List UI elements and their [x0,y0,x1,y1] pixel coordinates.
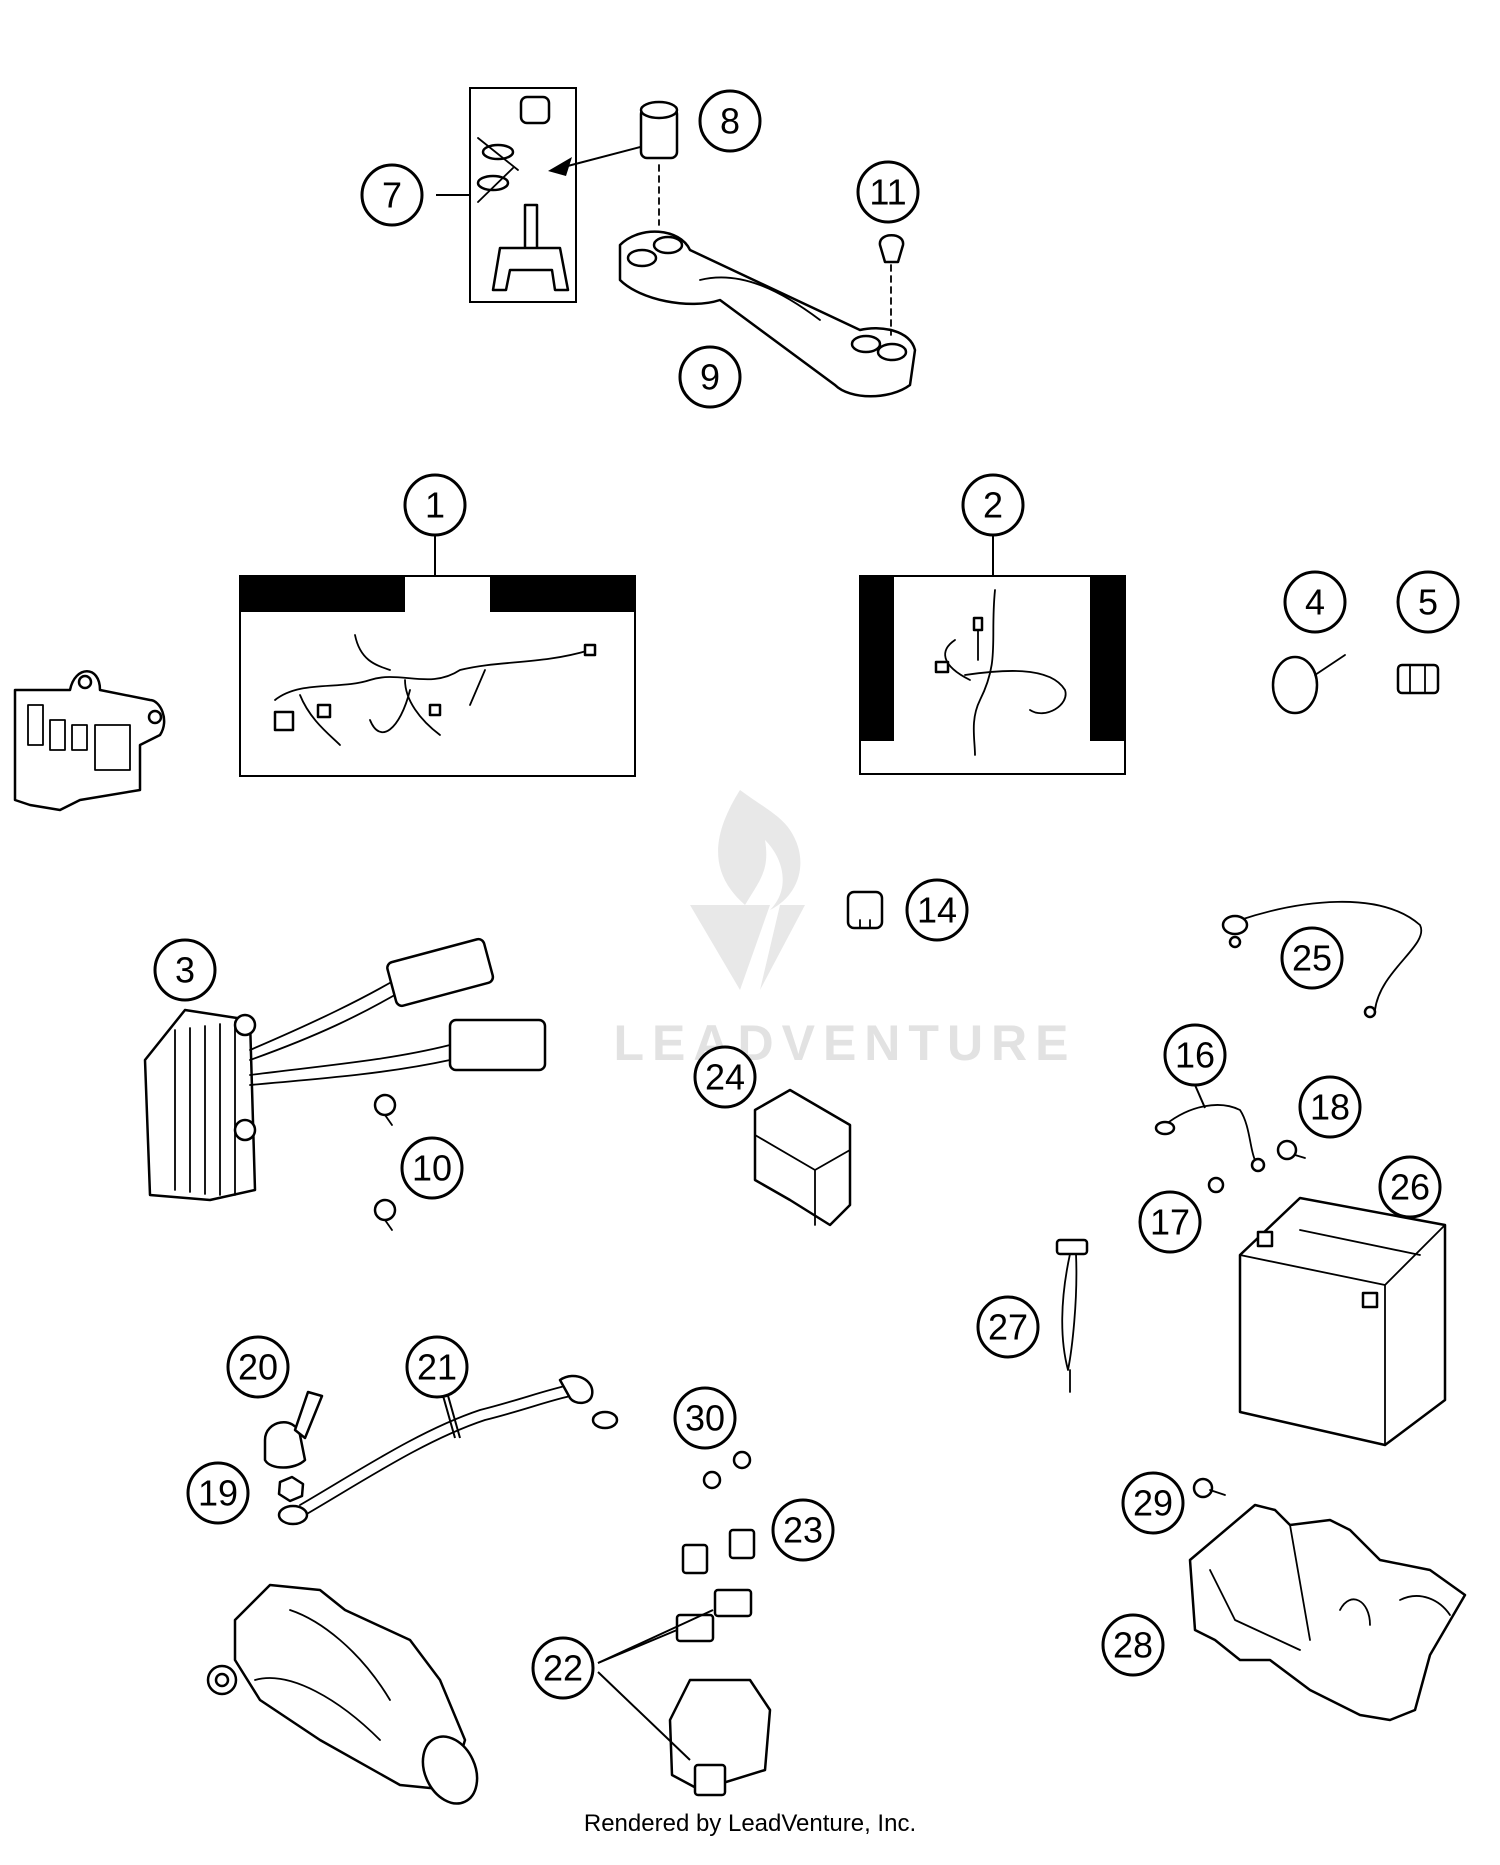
callout-18-label: 18 [1310,1087,1350,1128]
callout-14-label: 14 [917,890,957,931]
callout-27: 27 [976,1295,1040,1359]
callout-29: 29 [1121,1471,1185,1535]
bracket-plate [13,670,166,812]
callout-25: 25 [1280,926,1344,990]
callout-3: 3 [153,938,217,1002]
callout-19-label: 19 [198,1473,238,1514]
callout-26-label: 26 [1390,1167,1430,1208]
callout-7-label: 7 [382,175,402,216]
callout-20: 20 [226,1335,290,1399]
callout-24-label: 24 [705,1057,745,1098]
part-5-clip [1396,663,1440,695]
callout-22: 22 [531,1636,595,1700]
callout-10-label: 10 [412,1148,452,1189]
part-2-sub-harness [859,535,1126,775]
callout-10: 10 [400,1136,464,1200]
callout-1-label: 1 [425,485,445,526]
part-21-starter-cable [277,1374,619,1526]
part-9-handlebar-clamp [618,230,917,398]
part-8-bushing [639,100,679,226]
callout-4: 4 [1283,570,1347,634]
callout-7: 7 [360,163,424,227]
part-26-battery [1238,1196,1447,1447]
part-24-control-unit [753,1088,852,1227]
callout-17: 17 [1138,1190,1202,1254]
callout-18: 18 [1298,1075,1362,1139]
part-30-fuse-caps [702,1450,752,1490]
callout-8-label: 8 [720,101,740,142]
part-18-bolt [1276,1139,1306,1161]
part-23-fuses [681,1528,756,1575]
callout-20-label: 20 [238,1347,278,1388]
callout-25-label: 25 [1292,938,1332,979]
callout-11: 11 [856,160,920,224]
callout-19: 19 [186,1461,250,1525]
part-7-switch-box [436,87,577,303]
callout-16: 16 [1163,1023,1227,1087]
part-28-battery-box [1188,1503,1467,1722]
part-1-main-harness [239,535,636,777]
part-4-cable-tie [1271,654,1346,715]
callout-2: 2 [961,473,1025,537]
part-27-battery-strap [1055,1238,1089,1393]
callout-5-label: 5 [1418,582,1438,623]
part-10-screws [373,1093,397,1231]
callout-14: 14 [905,878,969,942]
callout-23: 23 [771,1498,835,1562]
callout-21: 21 [405,1335,469,1399]
footer-credit: Rendered by LeadVenture, Inc. [583,1810,917,1837]
part-17-washer [1207,1176,1225,1194]
callout-30-label: 30 [685,1398,725,1439]
callout-30: 30 [673,1386,737,1450]
starter-motor [206,1583,479,1805]
arrow-8-to-7 [548,144,649,176]
callout-17-label: 17 [1150,1202,1190,1243]
part-11-plug [878,234,905,336]
callout-9-label: 9 [700,357,720,398]
callout-2-label: 2 [983,485,1003,526]
callout-22-label: 22 [543,1648,583,1689]
callout-24: 24 [693,1045,757,1109]
callout-1: 1 [403,473,467,537]
callout-23-label: 23 [783,1510,823,1551]
callout-5: 5 [1396,570,1460,634]
part-22-relay [597,1588,772,1797]
callout-28-label: 28 [1113,1625,1153,1666]
callout-3-label: 3 [175,950,195,991]
callout-21-label: 21 [417,1347,457,1388]
callout-28: 28 [1101,1613,1165,1677]
part-14-relay-socket [846,890,884,930]
part-25-battery-cable [1221,900,1423,1019]
watermark: LEADVENTURE [613,790,1076,1071]
part-3-voltage-regulator [143,937,547,1202]
callout-4-label: 4 [1305,582,1325,623]
callout-16-label: 16 [1175,1035,1215,1076]
watermark-text: LEADVENTURE [613,1015,1076,1071]
callout-27-label: 27 [988,1307,1028,1348]
part-19-nut [277,1475,305,1503]
callout-11-label: 11 [869,172,906,213]
part-20-terminal-cap [263,1390,324,1469]
part-16-ground-cable [1154,1084,1266,1173]
callout-29-label: 29 [1133,1483,1173,1524]
callout-9: 9 [678,345,742,409]
part-29-screw [1192,1477,1226,1499]
callout-8: 8 [698,89,762,153]
callout-26: 26 [1378,1155,1442,1219]
